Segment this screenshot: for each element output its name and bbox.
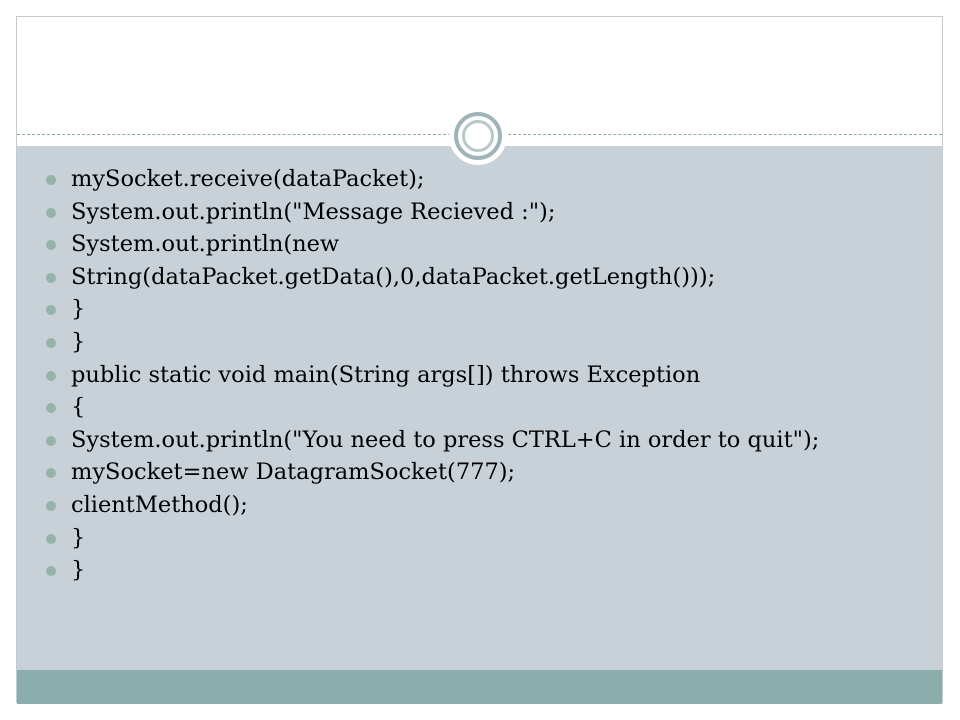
list-item: mySocket=new DatagramSocket(777);	[46, 456, 926, 489]
decorative-inner-ring-icon	[462, 120, 494, 152]
bullet-icon	[46, 566, 56, 577]
bullet-icon	[46, 337, 56, 348]
bullet-icon	[46, 175, 56, 185]
code-line: mySocket.receive(dataPacket);	[71, 166, 425, 192]
list-item: System.out.println("Message Recieved :")…	[46, 196, 926, 229]
list-item: String(dataPacket.getData(),0,dataPacket…	[46, 261, 926, 294]
code-line: }	[71, 557, 86, 584]
bullet-icon	[46, 468, 56, 479]
code-line: String(dataPacket.getData(),0,dataPacket…	[71, 263, 716, 290]
list-item: System.out.println("You need to press CT…	[46, 424, 926, 457]
code-line: clientMethod();	[71, 491, 248, 518]
bullet-icon	[46, 240, 56, 251]
code-line: {	[71, 394, 86, 421]
list-item: {	[46, 391, 926, 424]
code-line: public static void main(String args[]) t…	[71, 361, 701, 388]
list-item: mySocket.receive(dataPacket);	[46, 163, 926, 196]
code-line: }	[71, 524, 86, 551]
list-item: }	[46, 554, 926, 587]
bullet-list: mySocket.receive(dataPacket); System.out…	[46, 163, 926, 587]
bullet-icon	[46, 272, 56, 283]
code-line: System.out.println("Message Recieved :")…	[71, 198, 556, 225]
bullet-icon	[46, 305, 56, 316]
code-line: }	[71, 296, 86, 323]
list-item: }	[46, 522, 926, 555]
list-item: }	[46, 293, 926, 326]
bullet-icon	[46, 533, 56, 544]
bullet-icon	[46, 403, 56, 414]
code-line: System.out.println("You need to press CT…	[71, 426, 820, 453]
list-item: public static void main(String args[]) t…	[46, 359, 926, 392]
content-area	[17, 146, 942, 670]
bullet-icon	[46, 370, 56, 381]
code-line: }	[71, 328, 86, 355]
bullet-icon	[46, 500, 56, 511]
list-item: }	[46, 326, 926, 359]
code-line: System.out.println(new	[71, 231, 340, 258]
list-item: System.out.println(new	[46, 228, 926, 261]
list-item: clientMethod();	[46, 489, 926, 522]
bullet-icon	[46, 435, 56, 446]
bullet-icon	[46, 207, 56, 218]
code-line: mySocket=new DatagramSocket(777);	[71, 459, 516, 486]
footer-bar	[17, 670, 942, 704]
